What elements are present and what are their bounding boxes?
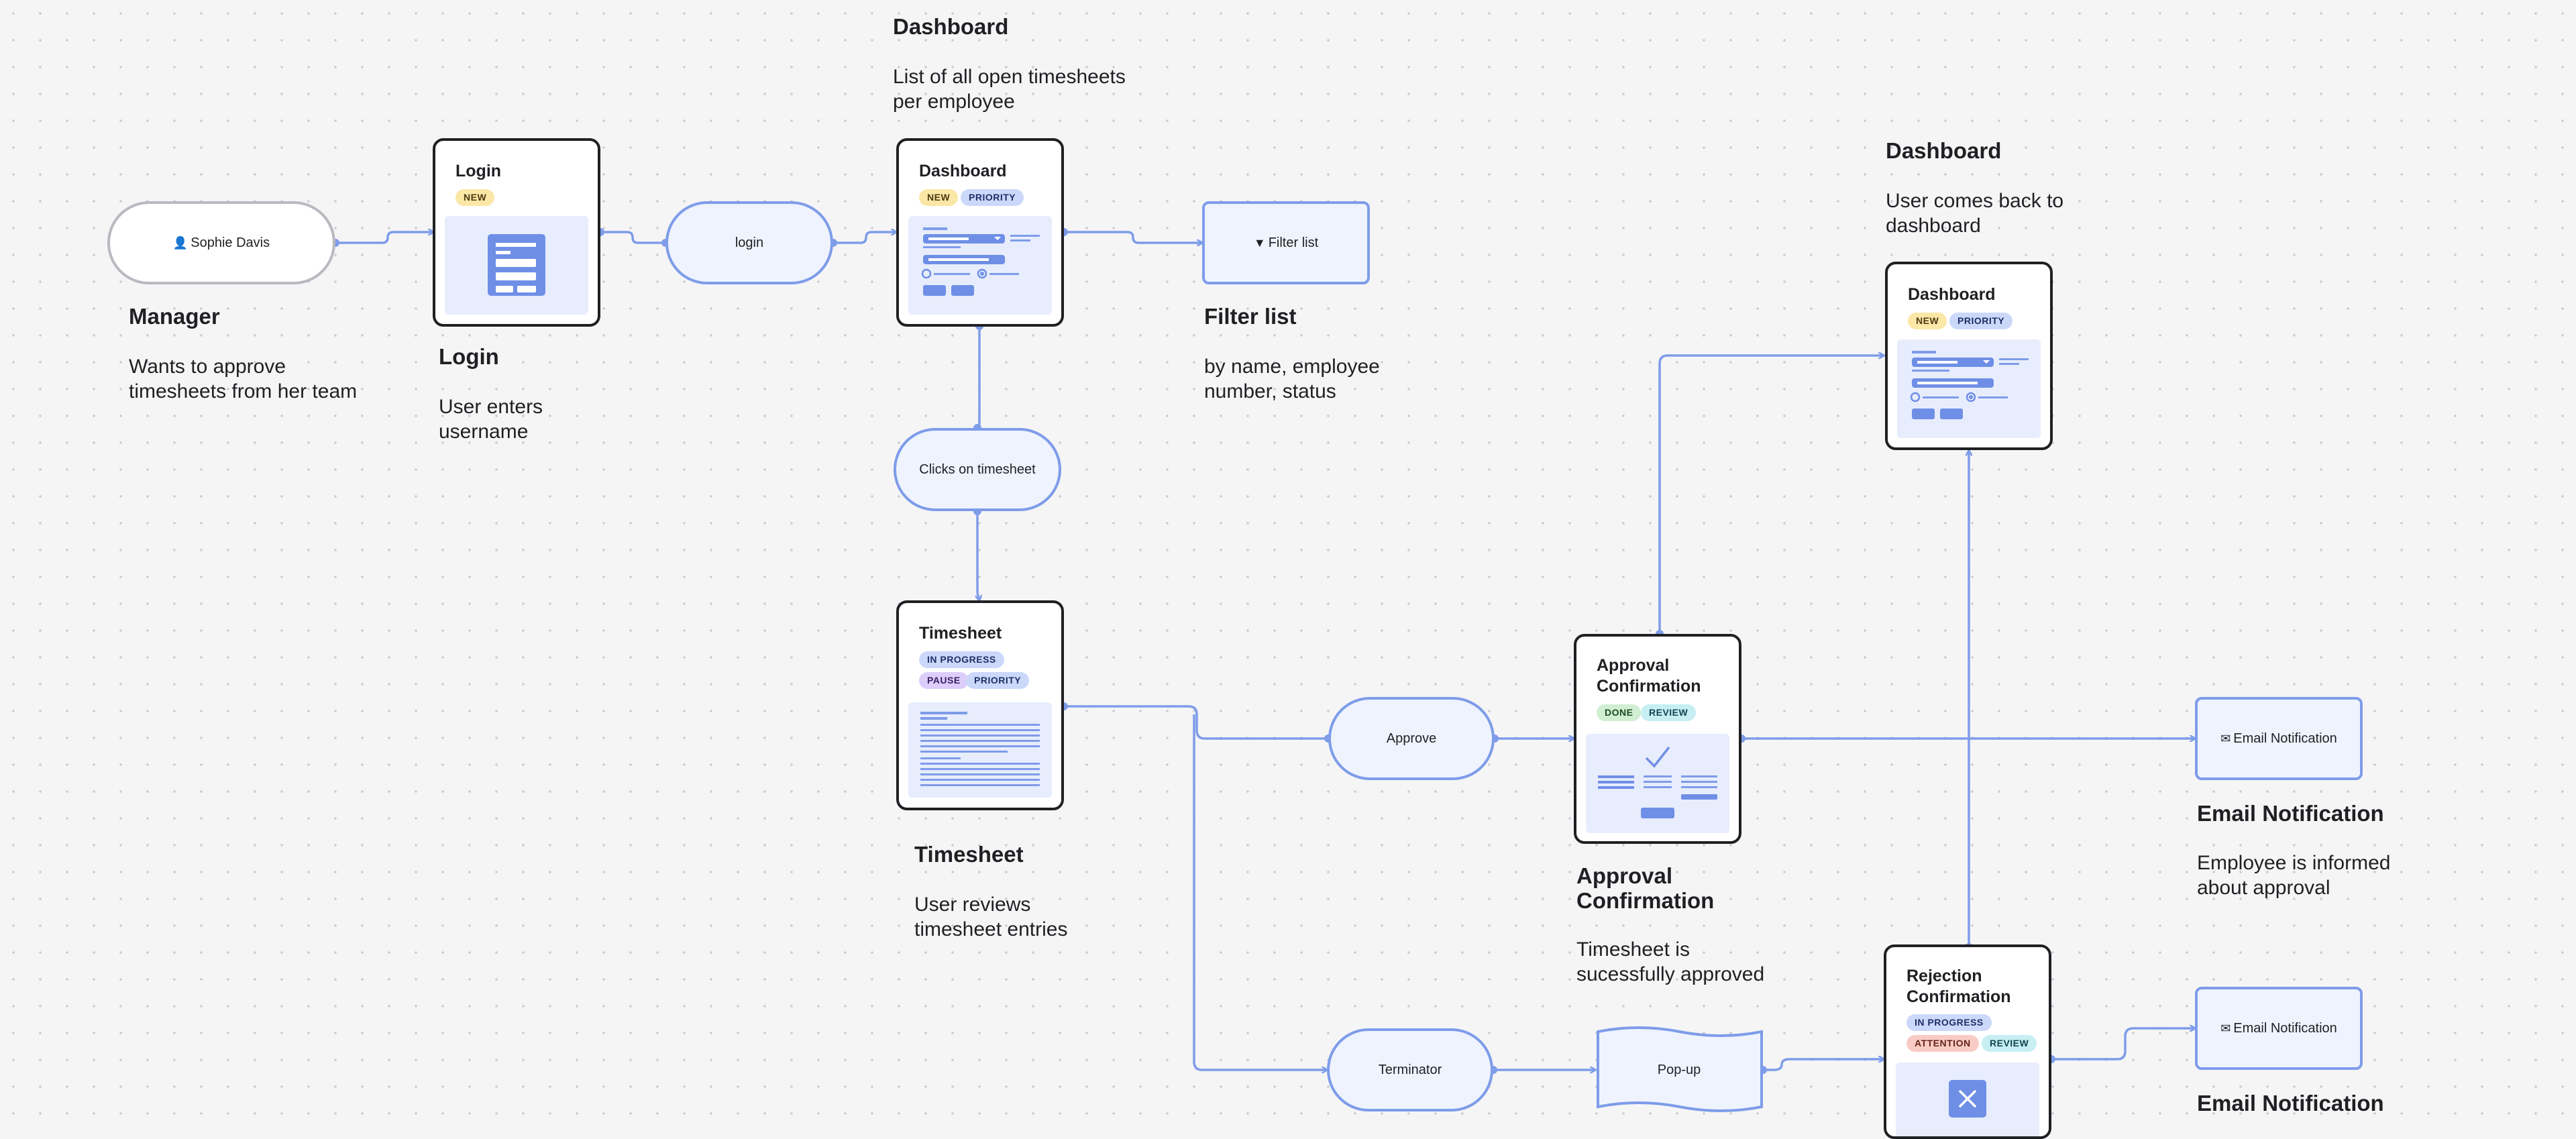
login-description: User enters username (439, 396, 543, 443)
form-illustration (488, 234, 545, 296)
card-title-line1: Approval (1597, 656, 1670, 675)
badge-new: NEW (455, 189, 495, 206)
badge-new: NEW (919, 189, 959, 206)
badge-pause: PAUSE (919, 672, 969, 689)
popup-step[interactable]: Pop-up (1595, 1028, 1763, 1111)
connector-timesheet-approve (1064, 705, 1328, 740)
connector-timesheet-terminator (1193, 714, 1327, 1070)
email-notification-node[interactable]: ✉ Email Notification (2195, 697, 2363, 780)
close-icon (1959, 1090, 1976, 1107)
timesheet-preview (908, 702, 1052, 798)
timesheet-illustration (920, 712, 1040, 786)
email-top-heading: Email Notification (2197, 801, 2384, 826)
timesheet-description: User reviews timesheet entries (914, 893, 1068, 940)
approval-confirmation-card[interactable]: Approval Confirmation DONE REVIEW (1574, 634, 1741, 844)
rejection-illustration (1949, 1080, 1986, 1118)
envelope-icon: ✉ (2220, 731, 2231, 745)
card-title-line2: Confirmation (1907, 987, 2011, 1006)
dashboard-top-heading: Dashboard (893, 14, 1009, 39)
email-notification-node[interactable]: ✉ Email Notification (2195, 987, 2363, 1070)
approval-preview (1586, 734, 1729, 833)
dashboard-top-description: List of all open timesheets per employee (893, 66, 1126, 113)
badge-in-progress: IN PROGRESS (1907, 1014, 1992, 1031)
email-top-description: Employee is informed about approval (2197, 852, 2391, 899)
filter-label: Filter list (1268, 235, 1319, 250)
connector-rejection-email (2051, 1028, 2195, 1061)
popup-label: Pop-up (1657, 1062, 1701, 1077)
terminator-step[interactable]: Terminator (1327, 1028, 1493, 1111)
connector-login-loginstep (600, 231, 665, 244)
connector-actor-login (335, 232, 433, 244)
actor-name: Sophie Davis (191, 235, 270, 250)
dashboard-illustration (1910, 351, 2029, 419)
approve-step[interactable]: Approve (1328, 697, 1495, 780)
badge-new: NEW (1908, 313, 1947, 329)
badge-review: REVIEW (1641, 704, 1697, 721)
approve-step-label: Approve (1386, 730, 1437, 746)
filter-heading: Filter list (1204, 304, 1297, 329)
filter-node[interactable]: ▼ Filter list (1202, 201, 1370, 284)
dashboard-return-card[interactable]: Dashboard NEW PRIORITY (1885, 262, 2053, 450)
connector-dashboard-filter (1064, 231, 1202, 243)
badge-review: REVIEW (1982, 1035, 2037, 1052)
popup-shape (1597, 1026, 1763, 1112)
badge-priority: PRIORITY (1949, 313, 2013, 329)
rejection-confirmation-card[interactable]: Rejection Confirmation IN PROGRESS ATTEN… (1884, 944, 2051, 1139)
connector-loginstep-dashboard (833, 232, 896, 244)
card-title: Dashboard (919, 162, 1007, 180)
card-title: Login (455, 162, 502, 180)
email-label: Email Notification (2233, 1020, 2337, 1036)
dashboard-card[interactable]: Dashboard NEW PRIORITY (896, 138, 1064, 327)
dashboard-right-heading: Dashboard (1886, 138, 2002, 163)
timesheet-card[interactable]: Timesheet IN PROGRESS PAUSE PRIORITY (896, 600, 1064, 810)
badge-done: DONE (1597, 704, 1642, 721)
connector-popup-rejection (1763, 1059, 1884, 1071)
badge-in-progress: IN PROGRESS (919, 651, 1004, 668)
email-bottom-heading: Email Notification (2197, 1091, 2384, 1116)
login-heading: Login (439, 344, 499, 369)
connector-clicks-timesheet (977, 511, 979, 600)
dashboard-right-description: User comes back to dashboard (1886, 190, 2064, 237)
clicks-step-label: Clicks on timesheet (919, 462, 1036, 477)
login-form-preview (445, 216, 588, 315)
badge-priority: PRIORITY (966, 672, 1030, 689)
rejection-preview (1896, 1063, 2039, 1136)
dashboard-preview (1897, 339, 2041, 438)
actor-heading: Manager (129, 304, 220, 329)
filter-description: by name, employee number, status (1204, 356, 1380, 402)
terminator-label: Terminator (1378, 1062, 1442, 1077)
dashboard-preview (908, 216, 1052, 315)
badge-priority: PRIORITY (961, 189, 1024, 206)
badge-attention: ATTENTION (1907, 1035, 1979, 1052)
card-title-line1: Rejection (1907, 967, 1982, 985)
approval-description: Timesheet is sucessfully approved (1576, 938, 1765, 985)
login-step-label: login (735, 235, 764, 250)
timesheet-heading: Timesheet (914, 842, 1024, 867)
person-icon: 👤 (172, 235, 189, 250)
actor-description: Wants to approve timesheets from her tea… (129, 356, 358, 402)
clicks-step[interactable]: Clicks on timesheet (894, 428, 1061, 511)
filter-icon: ▼ (1253, 235, 1266, 250)
dashboard-illustration (921, 227, 1040, 296)
envelope-icon: ✉ (2220, 1021, 2231, 1035)
connector-approval-dashboard (1658, 356, 1884, 634)
login-step[interactable]: login (665, 201, 833, 284)
login-card[interactable]: Login NEW (433, 138, 600, 327)
card-title: Timesheet (919, 624, 1002, 643)
approval-heading-line1: Approval (1576, 863, 1673, 888)
card-title: Dashboard (1908, 285, 1996, 304)
approval-heading-line2: Confirmation (1576, 888, 1715, 913)
actor-node[interactable]: 👤 Sophie Davis (107, 201, 335, 284)
card-title-line2: Confirmation (1597, 677, 1701, 696)
connector-dashboard-clicks (977, 326, 981, 429)
email-label: Email Notification (2233, 730, 2337, 746)
approval-illustration (1598, 746, 1717, 818)
